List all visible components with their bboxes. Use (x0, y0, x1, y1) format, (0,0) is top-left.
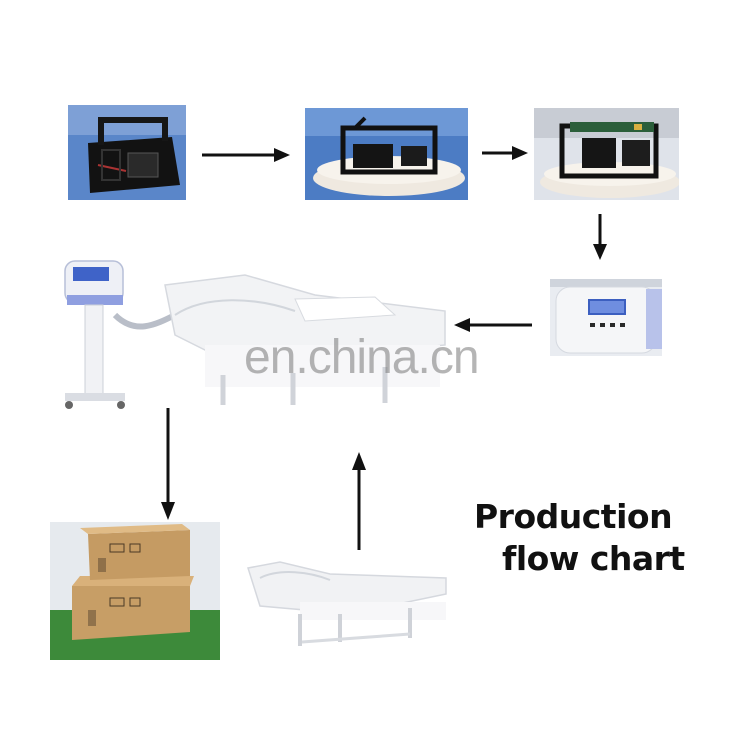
step-photo-frame-on-base (305, 108, 468, 200)
arrow-up-icon (352, 452, 366, 550)
arrow-left-icon (454, 318, 532, 332)
step-photo-packed-boxes (50, 522, 220, 660)
step-photo-suit-on-bed (240, 558, 452, 653)
title-line-2: flow chart (502, 539, 685, 578)
arrow-down-icon (161, 408, 175, 520)
step-photo-control-panel (550, 279, 662, 356)
step-photo-electronics-installed (534, 108, 679, 200)
arrow-right-icon (202, 148, 290, 162)
page-title: Production flow chart (468, 496, 698, 580)
arrow-right-icon (482, 146, 528, 160)
step-photo-frame (68, 105, 186, 200)
watermark: en.china.cn (244, 331, 480, 384)
step-photo-machine-with-suit (55, 255, 450, 420)
arrow-down-icon (593, 214, 607, 260)
title-line-1: Production (474, 497, 673, 536)
